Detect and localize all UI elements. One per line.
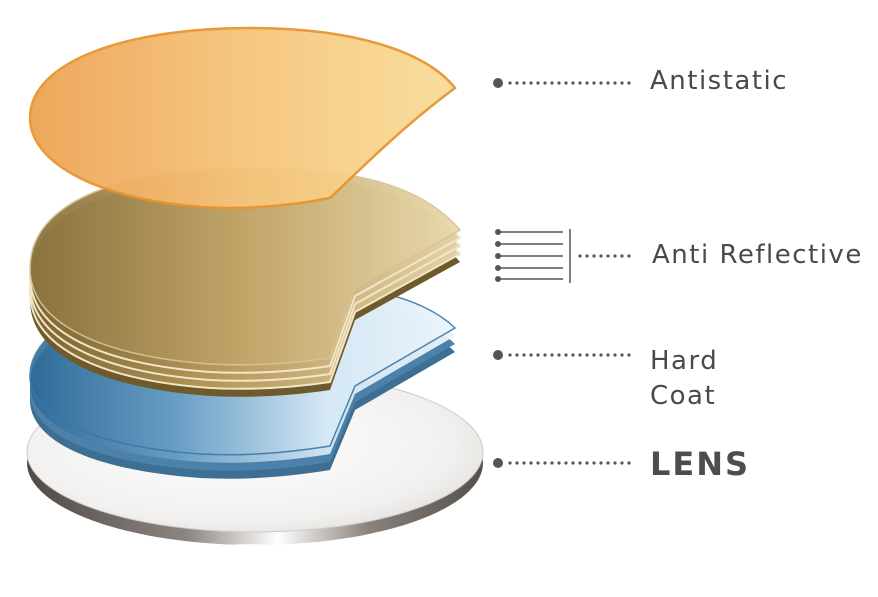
connector-dot [606,353,610,357]
connector-dot [529,353,533,357]
connector-dot [620,254,624,258]
connector-dot [592,461,596,465]
connector-dot [627,353,631,357]
connector-dot [536,353,540,357]
connector-dot [571,461,575,465]
connector-dot [515,461,519,465]
connector-dot [522,353,526,357]
connector-dot [508,353,512,357]
connector-dot [508,461,512,465]
connector-dot [613,353,617,357]
connector-dot [613,461,617,465]
connector-dot [627,461,631,465]
hard-coat-connector-icon [493,350,631,360]
antistatic-connector-icon [493,78,631,88]
connector-dot [529,81,533,85]
connector-dot [592,254,596,258]
connector-dot [578,81,582,85]
connector-dot [550,353,554,357]
connector-dot [550,461,554,465]
connector-dot [571,353,575,357]
connector-dot [529,461,533,465]
connector-dot [592,353,596,357]
lens-label: LENS [650,445,751,483]
connector-dot [627,254,631,258]
connector-dot [578,461,582,465]
connector-dot [536,461,540,465]
hard-coat-label: Hard Coat [650,344,718,414]
connector-dot [592,81,596,85]
connector-dot [571,81,575,85]
connector-dot [515,81,519,85]
connector-dot [585,254,589,258]
anti-reflective-label: Anti Reflective [652,240,863,270]
connector-dot [585,81,589,85]
connector-dot [564,461,568,465]
connector-dot [599,81,603,85]
connector-dot [585,461,589,465]
connector-dot [522,81,526,85]
connector-dot [599,353,603,357]
anti-reflective-connector-icon [495,229,631,283]
antistatic-layer [28,26,457,210]
connector-dot [613,254,617,258]
anti-reflective-layer [28,167,462,397]
connector-dot [515,353,519,357]
connector-dot [620,461,624,465]
connector-dot [543,353,547,357]
connector-dot [606,254,610,258]
connector-dot [536,81,540,85]
hard-coat-label-line1: Hard [650,346,719,376]
connector-dot [578,353,582,357]
lens-connector-icon [493,458,631,468]
connector-dot [508,81,512,85]
antistatic-label: Antistatic [650,66,789,96]
connector-dot [606,81,610,85]
connector-dot [550,81,554,85]
connector-dot [557,353,561,357]
connector-dot [543,461,547,465]
connector-dot [606,461,610,465]
connector-dot [620,81,624,85]
connector-dot [613,81,617,85]
connector-dot [543,81,547,85]
connector-dot [578,254,582,258]
connector-dot [557,81,561,85]
hard-coat-label-line2: Coat [650,381,717,411]
connector-dot [557,461,561,465]
connector-dot [564,353,568,357]
connector-dot [627,81,631,85]
connector-dot [620,353,624,357]
connector-dot [585,353,589,357]
connector-dot [599,461,603,465]
connector-dot [522,461,526,465]
connector-dot [564,81,568,85]
connector-dot [599,254,603,258]
